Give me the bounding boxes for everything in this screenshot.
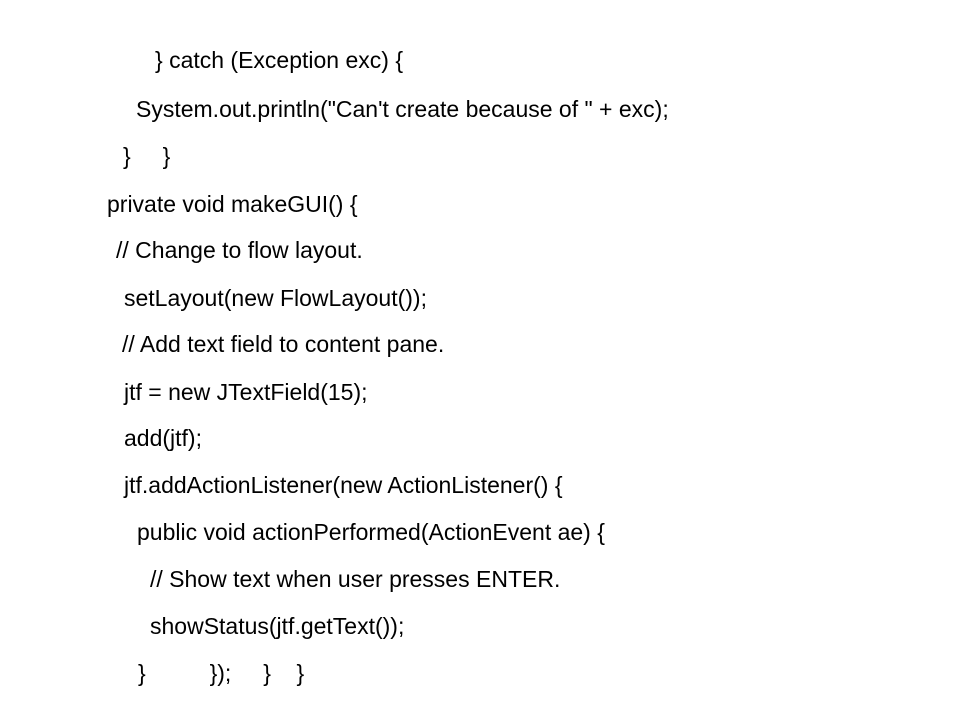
- code-line-add-jtf: add(jtf);: [124, 425, 202, 451]
- code-line-showstatus: showStatus(jtf.getText());: [150, 613, 405, 639]
- code-line-println: System.out.println("Can't create because…: [136, 96, 669, 122]
- code-line-action-performed: public void actionPerformed(ActionEvent …: [137, 519, 605, 545]
- code-line-close-braces: } }: [123, 143, 171, 169]
- code-line-comment-show-text: // Show text when user presses ENTER.: [150, 566, 561, 592]
- code-line-add-action-listener: jtf.addActionListener(new ActionListener…: [124, 472, 563, 498]
- code-line-comment-flow-layout: // Change to flow layout.: [116, 237, 363, 263]
- code-line-setlayout: setLayout(new FlowLayout());: [124, 285, 427, 311]
- code-line-makegui-signature: private void makeGUI() {: [107, 191, 358, 217]
- code-line-catch: } catch (Exception exc) {: [155, 47, 404, 73]
- code-line-final-braces: } }); } }: [138, 660, 305, 686]
- code-line-comment-text-field: // Add text field to content pane.: [122, 331, 445, 357]
- code-line-jtf-new: jtf = new JTextField(15);: [124, 379, 368, 405]
